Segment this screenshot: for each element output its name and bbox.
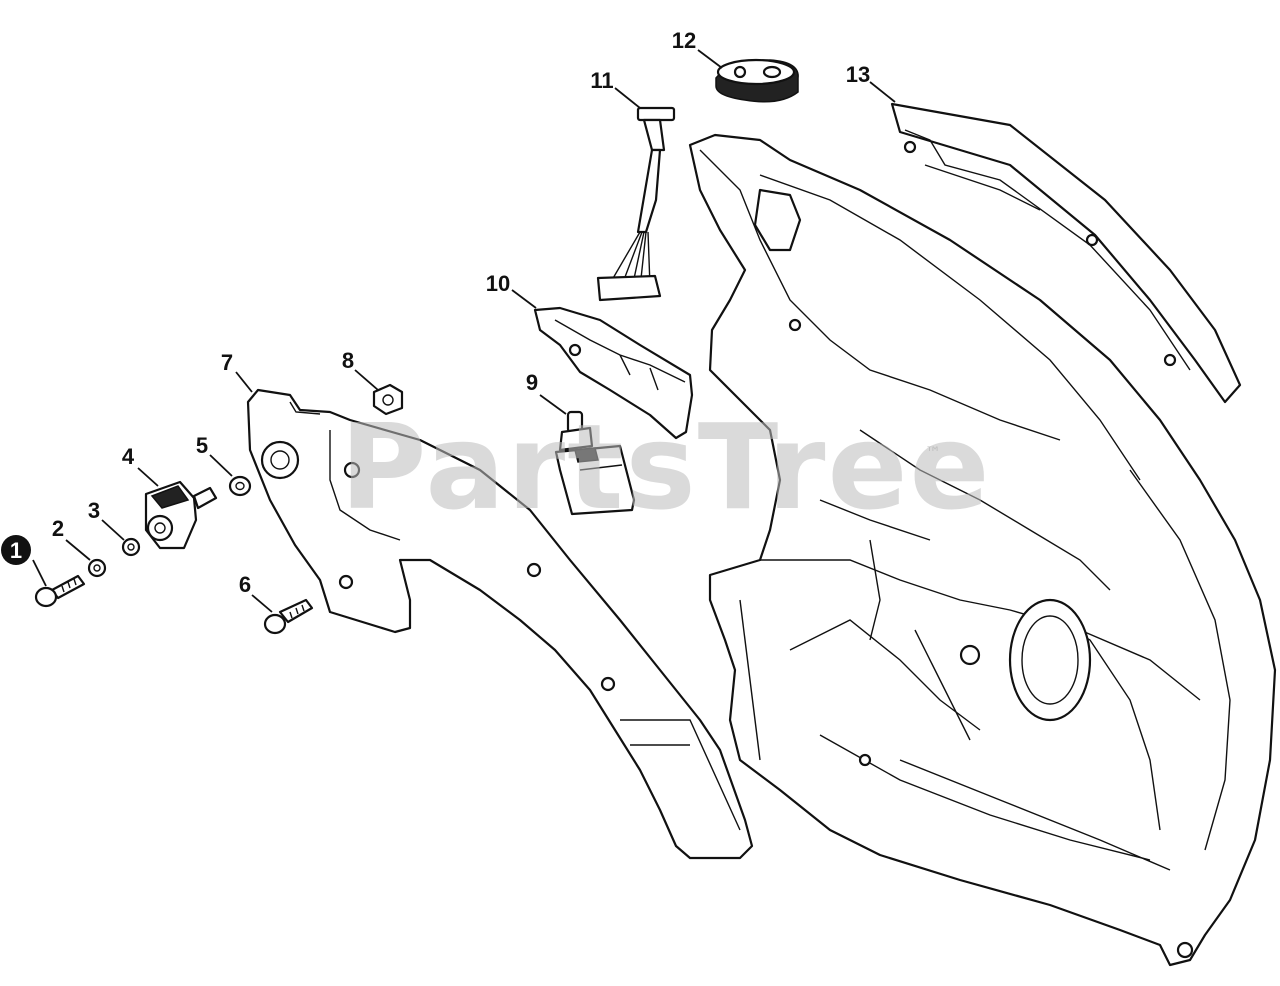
part-8-nut[interactable] [372,383,404,416]
part-12-grommet[interactable] [715,58,799,103]
callout-4[interactable]: 4 [122,444,135,469]
callout-12-label: 12 [672,28,696,53]
callout-5-label: 5 [196,433,208,458]
callout-10-label: 10 [486,271,510,296]
callout-3-label: 3 [88,498,100,523]
part-7-handle[interactable] [246,388,754,860]
watermark: PartsTree [340,398,992,536]
main-housing [688,133,1277,967]
trademark-symbol: ™ [925,443,941,462]
callout-9-label: 9 [526,370,538,395]
callout-13-label: 13 [846,62,870,87]
callout-10[interactable]: 10 [486,271,510,296]
part-5-washer[interactable] [228,475,252,497]
callout-6[interactable]: 6 [239,572,251,597]
callout-7[interactable]: 7 [221,350,233,375]
part-1-screw[interactable] [34,574,86,608]
callout-3[interactable]: 3 [88,498,100,523]
callout-11[interactable]: 11 [590,68,613,93]
callout-6-label: 6 [239,572,251,597]
part-9-switch[interactable] [554,410,636,516]
part-4-bracket[interactable] [144,480,218,550]
callout-12[interactable]: 12 [672,28,696,53]
callout-9[interactable]: 9 [526,370,538,395]
part-13-cover-strip[interactable] [890,102,1242,404]
callout-5[interactable]: 5 [196,433,208,458]
callout-4-label: 4 [122,444,135,469]
callout-8-label: 8 [342,348,354,373]
callout-13[interactable]: 13 [846,62,870,87]
part-2-lock-washer[interactable] [87,558,107,578]
callout-1-marker [1,535,31,565]
callout-11-label: 11 [590,68,613,93]
part-3-washer[interactable] [121,537,141,557]
callout-2-label: 2 [52,516,64,541]
callout-1-label: 1 [10,538,22,563]
callout-8[interactable]: 8 [342,348,354,373]
leader-lines [32,49,896,613]
part-10-bracket[interactable] [533,306,694,440]
callout-7-label: 7 [221,350,233,375]
part-11-wire-harness[interactable] [596,106,676,302]
part-6-screw[interactable] [263,598,314,635]
callout-1[interactable]: 1 [1,535,31,565]
callout-2[interactable]: 2 [52,516,64,541]
